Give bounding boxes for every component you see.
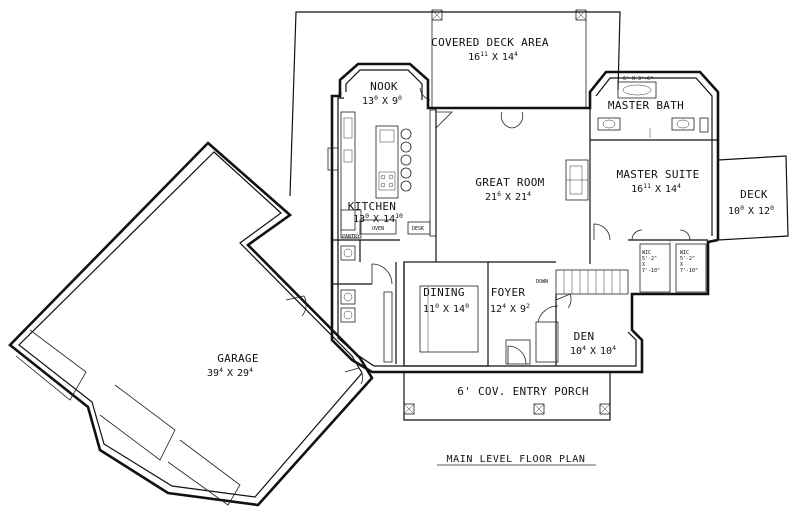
house-walls (330, 62, 720, 374)
wic-right-1: WIC (680, 250, 689, 256)
master-suite-label: MASTER SUITE (616, 168, 699, 181)
deck-label: DECK (740, 188, 768, 201)
master-bath: 6' X 3'-6" MASTER BATH (590, 76, 718, 141)
entry-porch-label: 6' COV. ENTRY PORCH (457, 385, 589, 398)
master-bath-label: MASTER BATH (608, 99, 684, 112)
pantry-label: PANTRY (342, 234, 360, 240)
desk-stove-label: OVEN (372, 226, 384, 232)
wic-left-1: WIC (642, 250, 651, 256)
kitchen-label: KITCHEN (348, 200, 396, 213)
down-label: DOWN (536, 279, 548, 285)
dining-label: DINING (423, 286, 465, 299)
den-label: DEN (574, 330, 595, 343)
garage-label: GARAGE (217, 352, 259, 365)
desk-label: DESK (412, 226, 424, 232)
wic-right-2: 5'-2" (680, 256, 695, 262)
wic-right-4: 7'-10" (680, 268, 698, 274)
nook-label: NOOK (370, 80, 398, 93)
wic-left-2: 5'-2" (642, 256, 657, 262)
entry-porch: 6' COV. ENTRY PORCH (403, 372, 611, 421)
wic-left-4: 7'-10" (642, 268, 660, 274)
great-room-label: GREAT ROOM (475, 176, 544, 189)
foyer-label: FOYER (491, 286, 526, 299)
plan-title: MAIN LEVEL FLOOR PLAN (437, 454, 596, 466)
wic-left-3: X (642, 262, 645, 268)
plan-title-text: MAIN LEVEL FLOOR PLAN (446, 454, 585, 465)
tub-label: 6' X 3'-6" (623, 76, 653, 82)
wic-right-3: X (680, 262, 683, 268)
covered-deck-label: COVERED DECK AREA (431, 36, 549, 49)
